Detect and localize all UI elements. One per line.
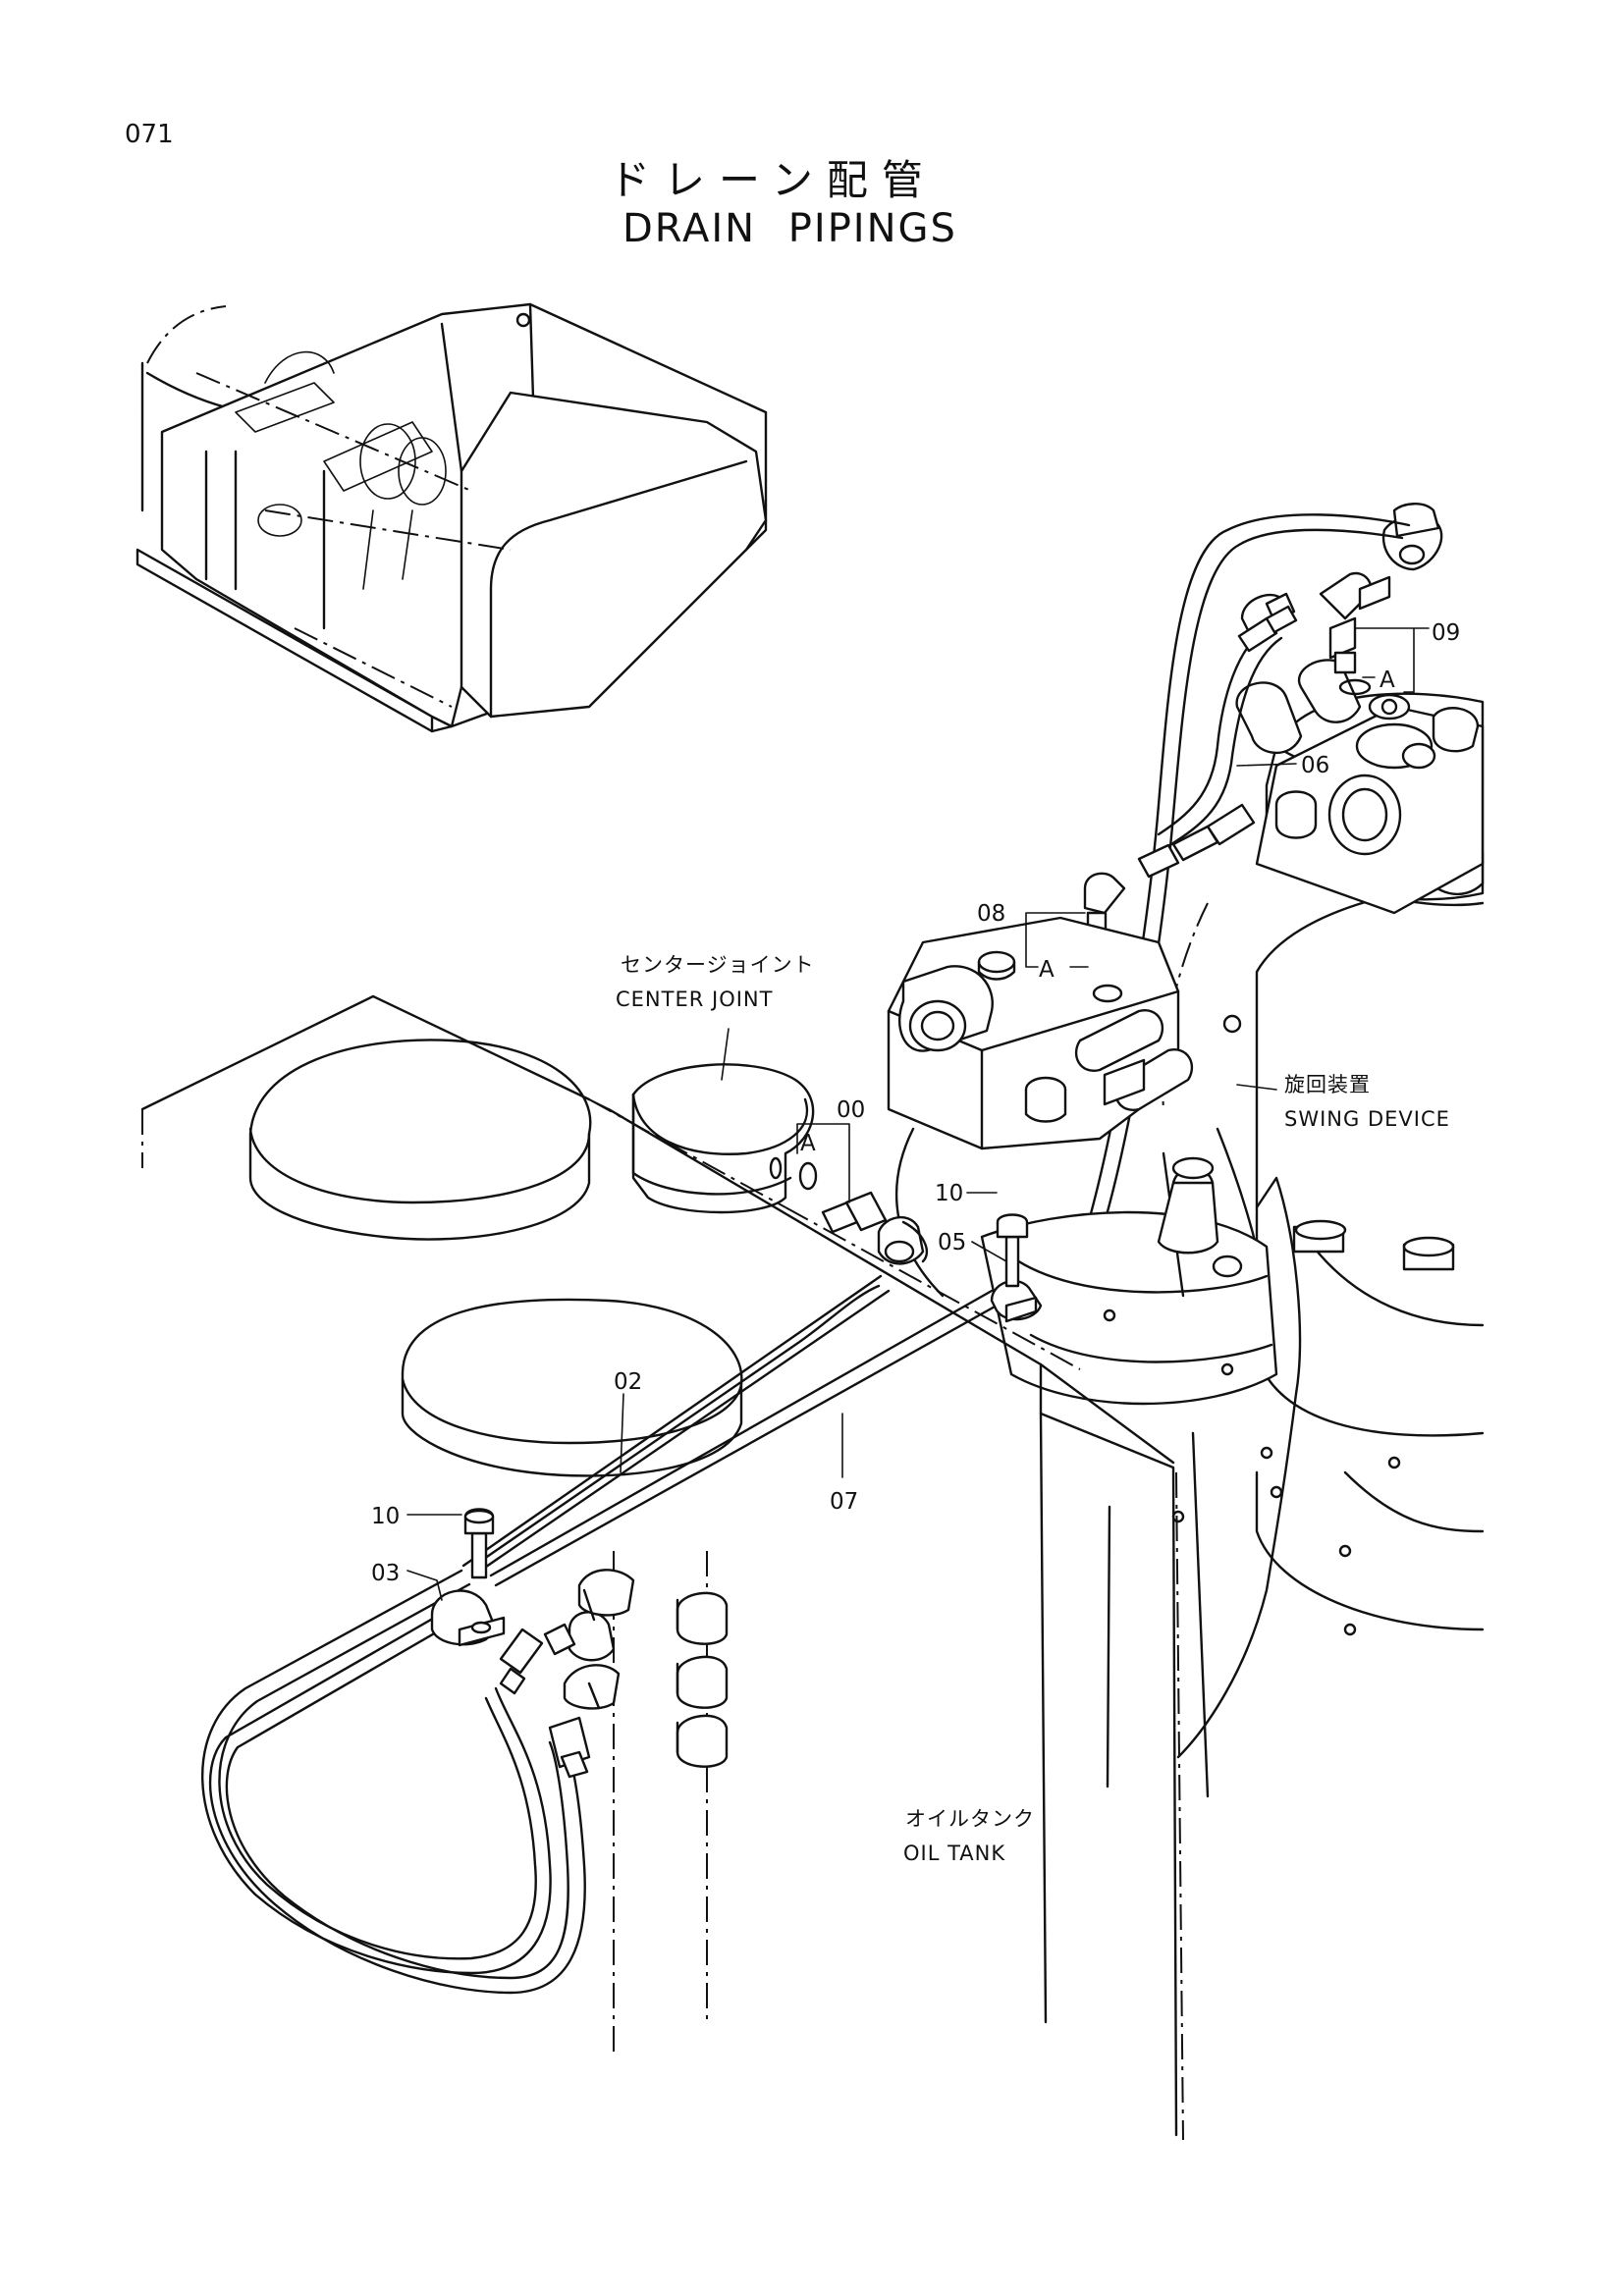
- machine-overview-view: [135, 302, 768, 733]
- title-english: DRAIN PIPINGS: [622, 206, 957, 251]
- oil-tank-label-ja: オイルタンク: [905, 1807, 1035, 1831]
- center-joint-top: [631, 1063, 815, 1214]
- center-joint-label-en: CENTER JOINT: [616, 988, 773, 1011]
- callout-05: 05: [938, 1230, 966, 1255]
- callout-09: 09: [1432, 620, 1460, 646]
- callout-detail-a-upper: A: [1380, 667, 1395, 693]
- callout-labels: 09 A 06 08 A 00 A 10 05 02 07 10 03: [371, 620, 1460, 1586]
- callout-02: 02: [614, 1369, 642, 1395]
- title-japanese: ドレーン配管: [609, 156, 937, 204]
- swing-reduction-gear: [895, 1127, 1302, 1798]
- clamp-03-bolt-10: [430, 1508, 506, 1647]
- swing-motor-body: [887, 916, 1242, 1150]
- component-labels: センタージョイント CENTER JOINT 旋回装置 SWING DEVICE…: [616, 953, 1450, 1865]
- callout-leaders: [406, 627, 1430, 1601]
- callout-detail-a-lower: A: [800, 1131, 816, 1156]
- callout-10-upper: 10: [935, 1181, 963, 1206]
- oil-tank-label-en: OIL TANK: [903, 1842, 1005, 1865]
- callout-06: 06: [1301, 753, 1329, 778]
- callout-00: 00: [837, 1097, 865, 1123]
- callout-03: 03: [371, 1561, 400, 1586]
- callout-08: 08: [977, 901, 1005, 927]
- tank-sight-gauges: [676, 1591, 729, 1768]
- page-number: 071: [125, 120, 174, 149]
- drain-pipes-02-07: [461, 1156, 1043, 1587]
- callout-detail-a-middle: A: [1039, 957, 1055, 983]
- swing-device-label-ja: 旋回装置: [1284, 1073, 1371, 1096]
- callout-10-lower: 10: [371, 1504, 400, 1529]
- swing-device: [1162, 503, 1485, 1636]
- center-joint-label-ja: センタージョイント: [621, 953, 815, 977]
- oil-tank-box: [140, 994, 1184, 2141]
- swing-device-label-en: SWING DEVICE: [1284, 1107, 1450, 1131]
- lower-hose-loop: [200, 1569, 635, 1995]
- callout-07: 07: [830, 1489, 858, 1515]
